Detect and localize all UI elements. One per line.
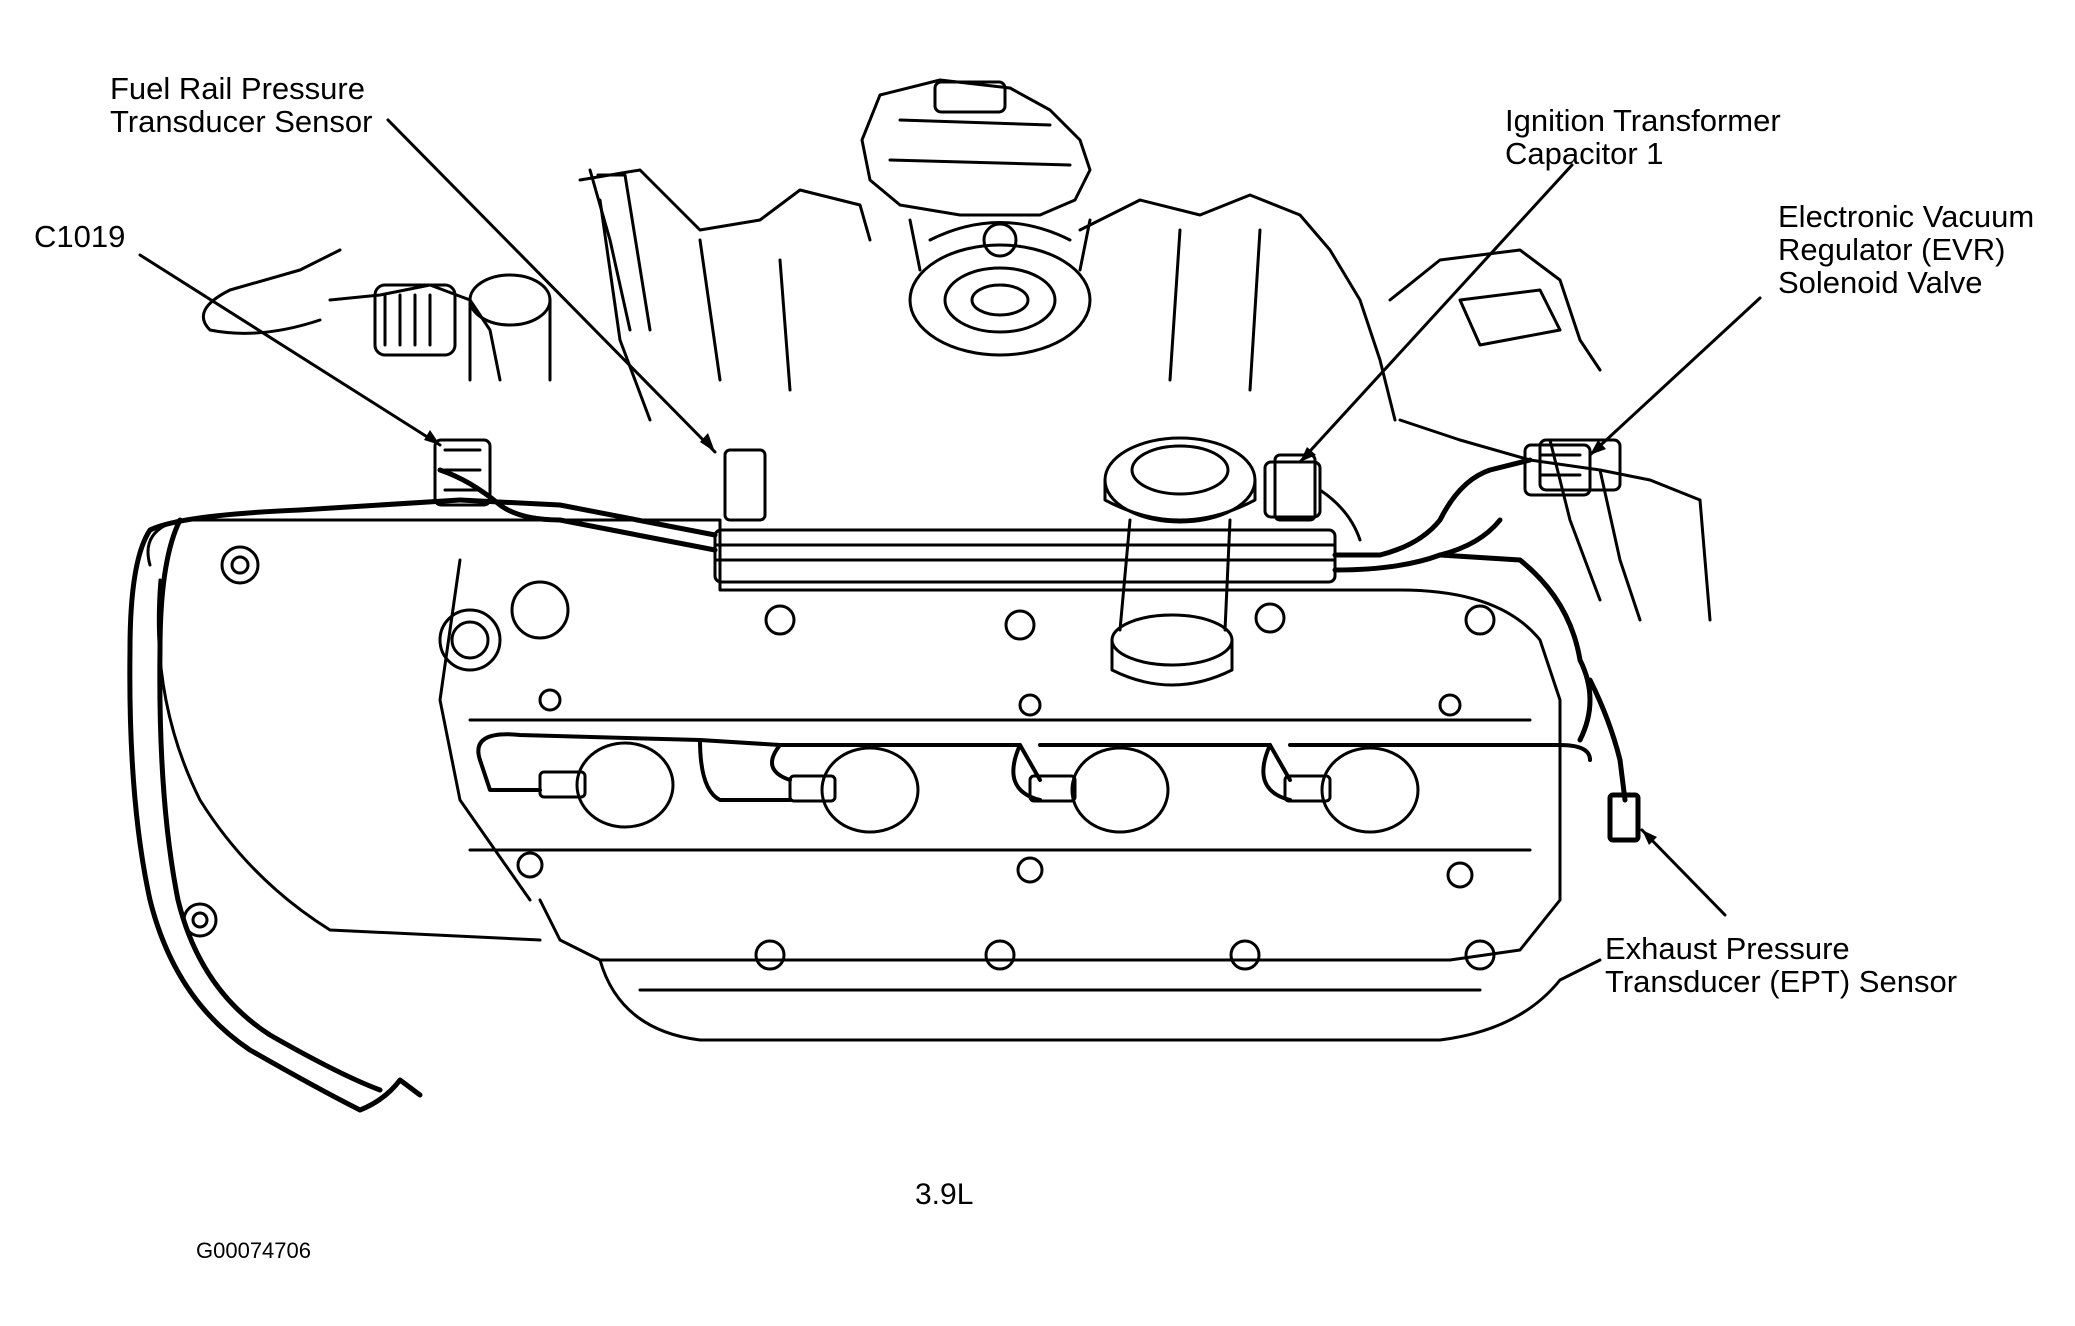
ignition-capacitor-connector (1263, 460, 1362, 542)
valve-cover (146, 518, 1602, 1042)
leader-evr (1588, 296, 1762, 457)
main-harness (127, 457, 1641, 1113)
leader-ignition-capacitor (1298, 163, 1574, 464)
spark-plug-wells (538, 741, 1420, 834)
throttle-body (860, 78, 1092, 357)
evr-connector (1523, 443, 1592, 497)
label-c1019: C1019 (34, 220, 125, 253)
engine-caption: 3.9L (915, 1178, 974, 1211)
label-ept-sensor-line2: Transducer (EPT) Sensor (1605, 964, 1958, 999)
evr-bracket (1388, 248, 1712, 622)
label-evr-valve-line1: Electronic Vacuum (1778, 199, 2035, 234)
c1019-connector (433, 438, 492, 507)
leader-c1019 (138, 253, 442, 447)
leader-lines (138, 118, 1762, 917)
label-c1019-line1: C1019 (34, 219, 126, 254)
label-evr-valve-line3: Solenoid Valve (1778, 265, 1983, 300)
fuel-rail (713, 448, 1337, 584)
label-fuel-rail-sensor-line1: Fuel Rail Pressure (110, 71, 365, 106)
oil-filler-cap (1103, 436, 1257, 687)
label-evr-valve-line2: Regulator (EVR) (1778, 232, 2006, 267)
label-ignition-transformer: Ignition Transformer Capacitor 1 (1505, 104, 1781, 170)
label-ignition-transformer-line2: Capacitor 1 (1505, 136, 1664, 171)
label-fuel-rail-sensor: Fuel Rail Pressure Transducer Sensor (110, 72, 372, 138)
leader-fuel-rail-sensor (386, 118, 717, 454)
coil-harness (476, 732, 1592, 802)
label-ept-sensor-line1: Exhaust Pressure (1605, 931, 1850, 966)
label-ept-sensor: Exhaust Pressure Transducer (EPT) Sensor (1605, 932, 1957, 998)
label-evr-valve: Electronic Vacuum Regulator (EVR) Soleno… (1778, 200, 2034, 299)
leader-ept-sensor (1640, 828, 1727, 917)
label-ignition-transformer-line1: Ignition Transformer (1505, 103, 1781, 138)
intake-plenum (201, 168, 1397, 422)
figure-id: G00074706 (196, 1238, 311, 1263)
label-fuel-rail-sensor-line2: Transducer Sensor (110, 104, 373, 139)
